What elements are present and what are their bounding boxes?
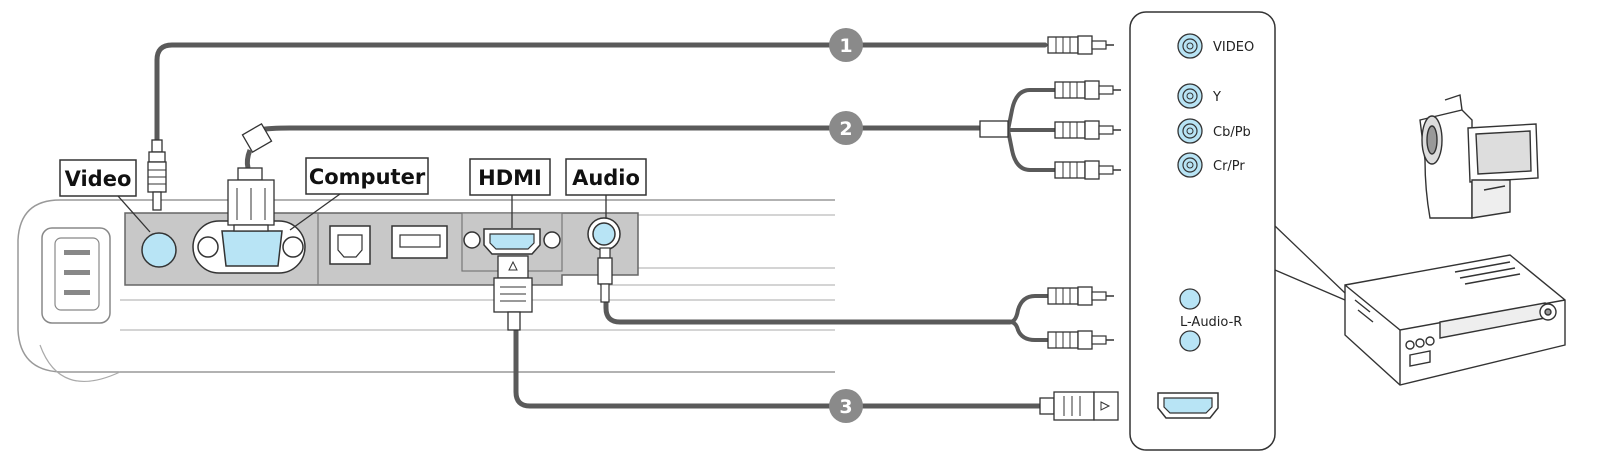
label-cr-pr: Cr/Pr	[1213, 159, 1245, 174]
hdmi-plug-icon	[493, 255, 533, 331]
label-audio: L-Audio-R	[1180, 315, 1242, 330]
hdmi-source-port-icon	[1163, 397, 1213, 414]
svg-text:3: 3	[839, 396, 852, 418]
y-jack-icon	[1177, 83, 1203, 109]
cable-number-badge-1: 1	[829, 28, 863, 62]
audio-plug-icon	[597, 247, 613, 303]
tag-computer: Computer	[289, 157, 429, 231]
computer-port-icon	[221, 230, 283, 267]
audio-cable	[603, 297, 1013, 325]
camcorder-icon	[1419, 94, 1539, 219]
hdmi-plug-source-icon	[1039, 391, 1119, 421]
tag-audio: Audio	[565, 158, 647, 218]
svg-text:Audio: Audio	[572, 166, 640, 190]
rca-plug-icon	[1054, 120, 1121, 140]
rca-plug-icon	[1047, 286, 1114, 306]
label-y: Y	[1212, 90, 1221, 105]
rca-plug-icon	[1054, 80, 1121, 100]
cable-number-badge-2: 2	[829, 111, 863, 145]
splitter-icon	[979, 120, 1009, 138]
cr-pr-jack-icon	[1177, 152, 1203, 178]
hdmi-port-icon	[489, 233, 535, 250]
cable-2	[255, 125, 983, 133]
label-cb-pb: Cb/Pb	[1213, 125, 1251, 140]
svg-text:HDMI: HDMI	[478, 166, 542, 190]
video-player-icon	[1344, 254, 1566, 386]
rca-plug-icon	[1047, 35, 1114, 55]
video-jack-icon	[1177, 33, 1203, 59]
audio-l-jack-icon	[1179, 288, 1201, 310]
projector	[17, 199, 835, 382]
label-video: VIDEO	[1213, 40, 1254, 55]
svg-text:Computer: Computer	[309, 165, 426, 189]
vga-connector-icon	[227, 122, 275, 232]
audio-port-icon	[592, 222, 616, 246]
svg-text:2: 2	[839, 118, 852, 140]
rca-plug-icon	[1054, 160, 1121, 180]
rca-plug-icon	[1047, 330, 1114, 350]
rca-plug-icon	[147, 139, 167, 211]
audio-r-jack-icon	[1179, 330, 1201, 352]
svg-text:Video: Video	[65, 167, 132, 191]
cable-3	[513, 327, 1045, 409]
tag-video: Video	[59, 159, 151, 233]
cable-1	[154, 42, 1048, 148]
cable-number-badge-3: 3	[829, 389, 863, 423]
svg-text:1: 1	[839, 35, 852, 57]
source-port-panel: VIDEO Y Cb/Pb Cr/Pr L-Audio-R	[1129, 11, 1276, 451]
tag-hdmi: HDMI	[469, 158, 551, 228]
cb-pb-jack-icon	[1177, 118, 1203, 144]
rca-plugs	[1047, 35, 1121, 350]
video-port-icon	[141, 232, 177, 268]
